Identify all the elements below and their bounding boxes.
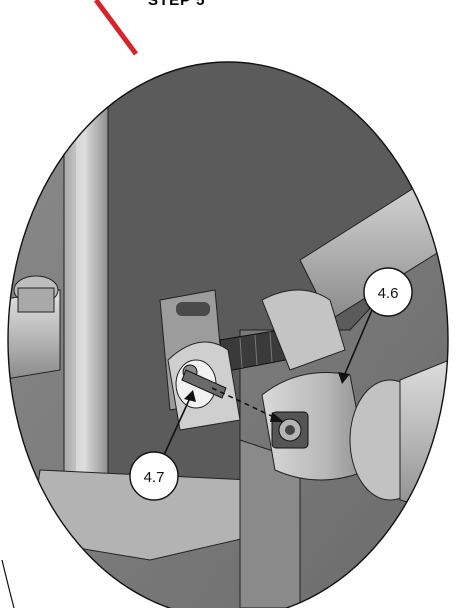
top-peg [168, 28, 198, 60]
set-screw [181, 364, 227, 399]
detail-ellipse-border [7, 61, 449, 613]
clevis-upper [261, 289, 346, 371]
callout-4-7: 4.7 [129, 390, 196, 501]
step-heading: STEP 5 [148, 0, 206, 9]
callout-label-4-7: 4.7 [144, 469, 165, 486]
red-leader-line [93, 0, 139, 56]
insertion-path [211, 387, 281, 421]
callout-4-6: 4.6 [338, 267, 413, 384]
callout-label-4-6: 4.6 [378, 285, 399, 302]
